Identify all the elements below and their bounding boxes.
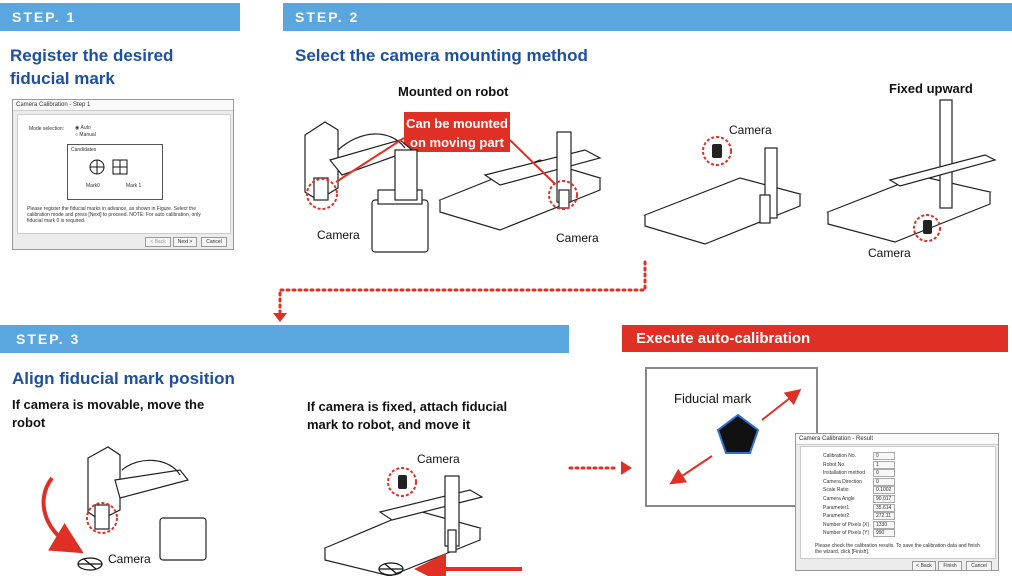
result-field-value: 1330 bbox=[873, 520, 895, 529]
flow-arrowhead-execute bbox=[621, 461, 632, 475]
option-auto[interactable]: ◉ Auto bbox=[75, 125, 91, 131]
movable-text-line1: If camera is movable, move the bbox=[12, 397, 205, 412]
mounted-on-robot-label: Mounted on robot bbox=[398, 84, 509, 99]
fixed-text-line1: If camera is fixed, attach fiducial bbox=[307, 399, 508, 414]
camera-highlight-step3 bbox=[86, 502, 118, 534]
step1-bar: STEP. 1 bbox=[0, 3, 240, 31]
rotate-arrow-icon bbox=[41, 476, 84, 554]
camera-label-gantry: Camera bbox=[556, 231, 599, 245]
callout-line1: Can be mounted bbox=[406, 116, 508, 131]
result-field-label: Parameter2 bbox=[823, 513, 850, 520]
movable-text-line2: robot bbox=[12, 415, 46, 430]
gantry-robot-fixed2-icon bbox=[826, 99, 997, 243]
candidates-label: Candidates bbox=[71, 147, 97, 153]
camera-highlight-step3-fixed bbox=[387, 467, 417, 497]
callout-line2: on moving part bbox=[410, 135, 504, 150]
camera-highlight-fixed2 bbox=[913, 214, 941, 242]
next-button[interactable]: Next > bbox=[173, 237, 197, 247]
step1-dialog-note: Please register the fiducial marks in ad… bbox=[27, 206, 201, 224]
result-back-button[interactable]: < Back bbox=[912, 561, 936, 571]
result-field-label: Installation method bbox=[823, 470, 865, 477]
callout-pointer-right bbox=[509, 139, 556, 185]
fiducial-mark-label: Fiducial mark bbox=[674, 391, 752, 406]
result-field-value: 0 bbox=[873, 469, 895, 478]
mark1-label: Mark 1 bbox=[126, 183, 142, 189]
result-field-value: 90.017 bbox=[873, 495, 895, 503]
camera-fixed2-icon bbox=[923, 220, 932, 234]
fixed-upward-label: Fixed upward bbox=[889, 81, 973, 96]
result-field-value: 0 bbox=[873, 477, 895, 486]
result-field-value: 0.1002 bbox=[873, 486, 895, 495]
step3-heading: Align fiducial mark position bbox=[12, 369, 235, 388]
fixed-text-line2: mark to robot, and move it bbox=[307, 417, 471, 432]
result-field-label: Parameter1 bbox=[823, 504, 850, 511]
execute-bar: Execute auto-calibration bbox=[622, 325, 1008, 352]
flow-arrow-step2-to-step3 bbox=[278, 260, 647, 314]
mark0-label: Mark0 bbox=[86, 183, 100, 189]
gantry-robot-step3-icon bbox=[323, 475, 484, 576]
result-field-value: 35.614 bbox=[873, 503, 895, 512]
step1-heading-line2: fiducial mark bbox=[10, 69, 115, 88]
candidates-box: Candidates Mark0 Mark 1 bbox=[67, 144, 163, 200]
result-field-label: Number of Pixels (Y) bbox=[823, 530, 870, 537]
result-field-value: 1 bbox=[873, 460, 895, 469]
camera-highlight-fixed1 bbox=[702, 136, 732, 166]
step2-heading: Select the camera mounting method bbox=[295, 46, 588, 65]
camera-label-step3-scara: Camera bbox=[108, 552, 151, 566]
result-field-value: 990 bbox=[873, 529, 895, 538]
camera-fixed1-icon bbox=[712, 144, 722, 158]
camera-highlight-scara bbox=[306, 178, 338, 210]
result-field-label: Camera Angle bbox=[823, 496, 855, 502]
can-be-mounted-callout: Can be mounted on moving part bbox=[404, 112, 510, 152]
camera-highlight-gantry bbox=[548, 180, 578, 210]
camera-label-fixed1: Camera bbox=[729, 123, 772, 137]
mode-selection-label: Mode selection: bbox=[29, 126, 65, 132]
callout-pointer-left bbox=[335, 137, 405, 183]
step2-bar: STEP. 2 bbox=[283, 3, 1012, 31]
camera-label-fixed2: Camera bbox=[868, 246, 911, 260]
camera-label-step3-fixed: Camera bbox=[417, 452, 460, 466]
camera-label-scara: Camera bbox=[317, 228, 360, 242]
option-manual-label: Manual bbox=[79, 132, 96, 138]
camera-step3-icon bbox=[398, 475, 407, 489]
fiducial-frame bbox=[645, 367, 818, 507]
cancel-button[interactable]: Cancel bbox=[201, 237, 227, 247]
option-manual[interactable]: ○ Manual bbox=[75, 132, 96, 138]
result-field-value: 272.11 bbox=[873, 512, 895, 521]
result-cancel-button[interactable]: Cancel bbox=[966, 561, 992, 571]
flow-arrowhead-step3 bbox=[273, 313, 287, 322]
result-note: Please check the calibration results. To… bbox=[815, 543, 980, 555]
gantry-robot-fixed1-icon bbox=[643, 147, 802, 245]
result-field-label: Scale Ratio bbox=[823, 487, 849, 494]
step3-bar: STEP. 3 bbox=[0, 325, 569, 353]
result-field-value: 0 bbox=[873, 452, 895, 460]
step1-dialog: Camera Calibration - Step 1 Mode selecti… bbox=[12, 99, 234, 250]
result-field-label: Camera Direction bbox=[823, 478, 862, 485]
scara-robot-step3-icon bbox=[87, 446, 207, 561]
step1-dialog-title: Camera Calibration - Step 1 bbox=[13, 100, 233, 111]
result-dialog-title: Camera Calibration - Result bbox=[796, 434, 998, 445]
result-field-label: Number of Pixels (X) bbox=[823, 521, 870, 528]
fiducial-floor-icon-left bbox=[77, 557, 103, 571]
option-auto-label: Auto bbox=[80, 125, 91, 131]
step1-heading-line1: Register the desired bbox=[10, 46, 174, 65]
finish-button[interactable]: Finish bbox=[938, 561, 962, 571]
result-dialog: Camera Calibration - Result Calibration … bbox=[795, 433, 999, 571]
fiducial-floor-icon-right bbox=[378, 562, 404, 576]
result-field-label: Calibration No. bbox=[823, 453, 857, 459]
back-button[interactable]: < Back bbox=[145, 237, 171, 247]
result-field-label: Robot No. bbox=[823, 461, 846, 468]
